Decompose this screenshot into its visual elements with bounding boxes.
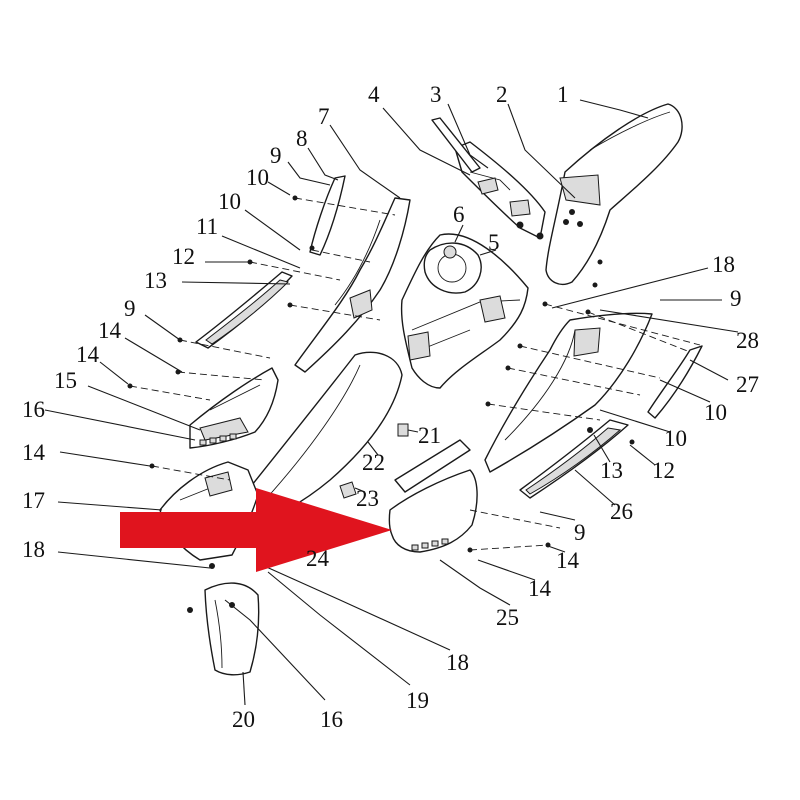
callout-14-left-a: 14 <box>98 318 122 343</box>
callout-16-bottom: 16 <box>320 707 343 732</box>
right-number-plate-part <box>388 439 478 553</box>
callout-13-left: 13 <box>144 268 167 293</box>
callout-20: 20 <box>232 707 255 732</box>
fuel-tank-part <box>400 233 529 389</box>
callout-10-right-b: 10 <box>704 400 727 425</box>
left-side-panel-part <box>189 367 279 449</box>
callout-7: 7 <box>318 104 330 129</box>
callout-13-right: 13 <box>600 458 623 483</box>
left-side-strip-part <box>195 271 293 349</box>
callout-14-left-b: 14 <box>76 342 100 367</box>
callout-12-right: 12 <box>652 458 675 483</box>
callout-5: 5 <box>488 230 500 255</box>
callout-15: 15 <box>54 368 77 393</box>
callout-14-left-c: 14 <box>22 440 46 465</box>
callout-9-right-top: 9 <box>730 286 742 311</box>
callout-9-top-left: 9 <box>270 143 282 168</box>
callout-2: 2 <box>496 82 508 107</box>
callout-26: 26 <box>610 499 633 524</box>
callout-9-left: 9 <box>124 296 136 321</box>
callout-8: 8 <box>296 126 308 151</box>
assembly-lines <box>129 197 701 551</box>
callout-22: 22 <box>362 450 385 475</box>
callout-27: 27 <box>736 372 759 397</box>
callout-28: 28 <box>736 328 759 353</box>
callout-18-bottom: 18 <box>446 650 469 675</box>
rear-mudguard-part <box>187 582 260 676</box>
callout-10-top-left-b: 10 <box>218 189 241 214</box>
red-pointer-arrow <box>120 488 392 572</box>
callout-labels: 1 2 3 4 5 6 7 8 9 10 10 11 12 13 9 14 14… <box>22 82 759 732</box>
callout-10-right-a: 10 <box>664 426 687 451</box>
front-fender-part <box>545 103 683 288</box>
callout-14-right-b: 14 <box>556 548 580 573</box>
callout-19: 19 <box>406 688 429 713</box>
callout-11: 11 <box>196 214 218 239</box>
callout-17: 17 <box>22 488 45 513</box>
callout-10-top-left-a: 10 <box>246 165 269 190</box>
callout-6: 6 <box>453 202 465 227</box>
leader-lines <box>44 99 739 706</box>
callout-21: 21 <box>418 423 441 448</box>
callout-9-right-bottom: 9 <box>574 520 586 545</box>
callout-14-right-a: 14 <box>528 576 552 601</box>
callout-18-left: 18 <box>22 537 45 562</box>
callout-18-right-top: 18 <box>712 252 735 277</box>
callout-4: 4 <box>368 82 380 107</box>
callout-24: 24 <box>306 546 330 571</box>
left-shroud-part <box>294 175 411 373</box>
callout-23: 23 <box>356 486 379 511</box>
callout-16-left: 16 <box>22 397 45 422</box>
front-bracket-part <box>431 117 546 240</box>
callout-25: 25 <box>496 605 519 630</box>
callout-1: 1 <box>557 82 569 107</box>
callout-12-left: 12 <box>172 244 195 269</box>
callout-3: 3 <box>430 82 442 107</box>
